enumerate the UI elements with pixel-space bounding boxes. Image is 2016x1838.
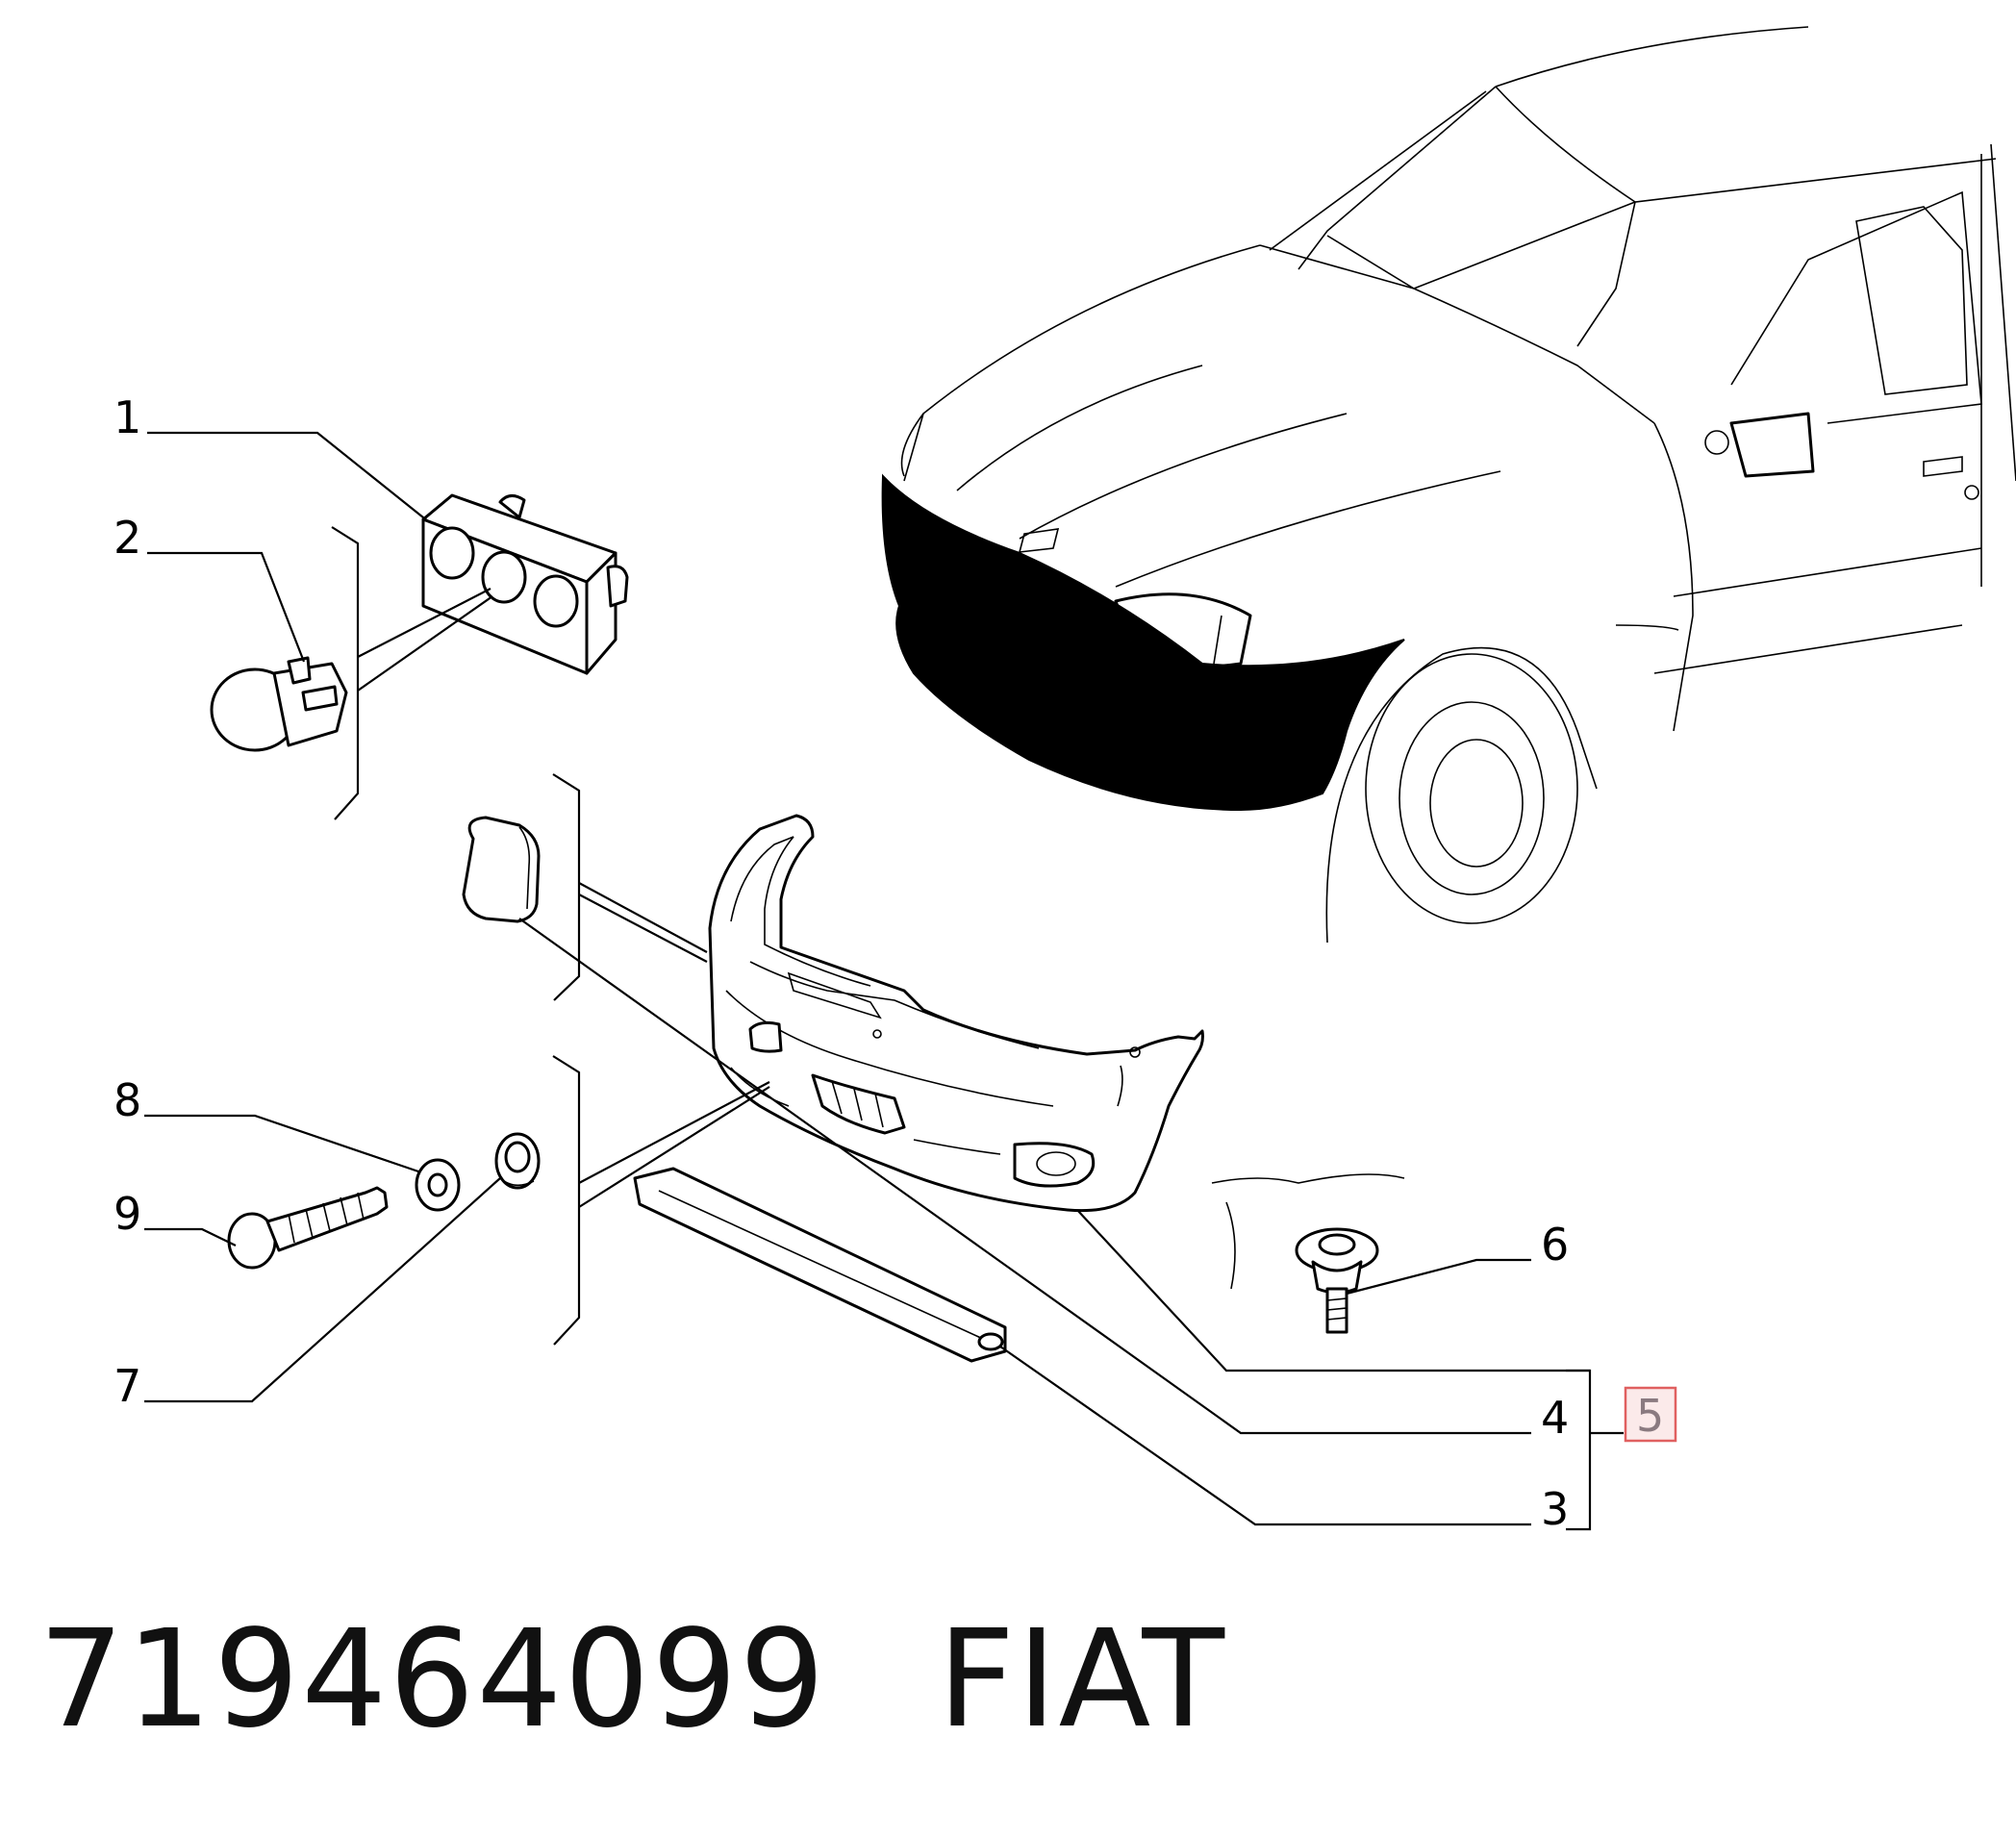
brand-name: FIAT: [937, 1601, 1226, 1758]
callout-5-highlight-box: [1624, 1386, 1677, 1443]
callout-5: 5: [1636, 1390, 1664, 1442]
callout-4: 4: [1541, 1392, 1569, 1444]
part-2-clip: [210, 656, 348, 752]
callout-6: 6: [1541, 1219, 1569, 1271]
callout-2: 2: [113, 512, 141, 564]
callout-3: 3: [1541, 1483, 1569, 1535]
leader-lines: [144, 431, 1624, 1531]
car-illustration: [881, 26, 2016, 944]
part-bumper: [708, 814, 1204, 1213]
callout-1: 1: [113, 391, 141, 443]
callout-9: 9: [113, 1188, 141, 1240]
part-8-washer: [415, 1158, 461, 1212]
callout-7: 7: [113, 1360, 141, 1412]
part-number: 719464099: [38, 1601, 827, 1758]
callout-8: 8: [113, 1074, 141, 1126]
part-1-bracket: [421, 493, 629, 675]
part-9-screw: [227, 1186, 389, 1270]
part-6-screw: [1211, 1173, 1405, 1334]
part-7-grommet: [494, 1132, 541, 1190]
part-3-strip: [633, 1167, 1007, 1363]
part-4-cap: [462, 816, 541, 923]
footer: 719464099 FIAT: [38, 1601, 1226, 1758]
